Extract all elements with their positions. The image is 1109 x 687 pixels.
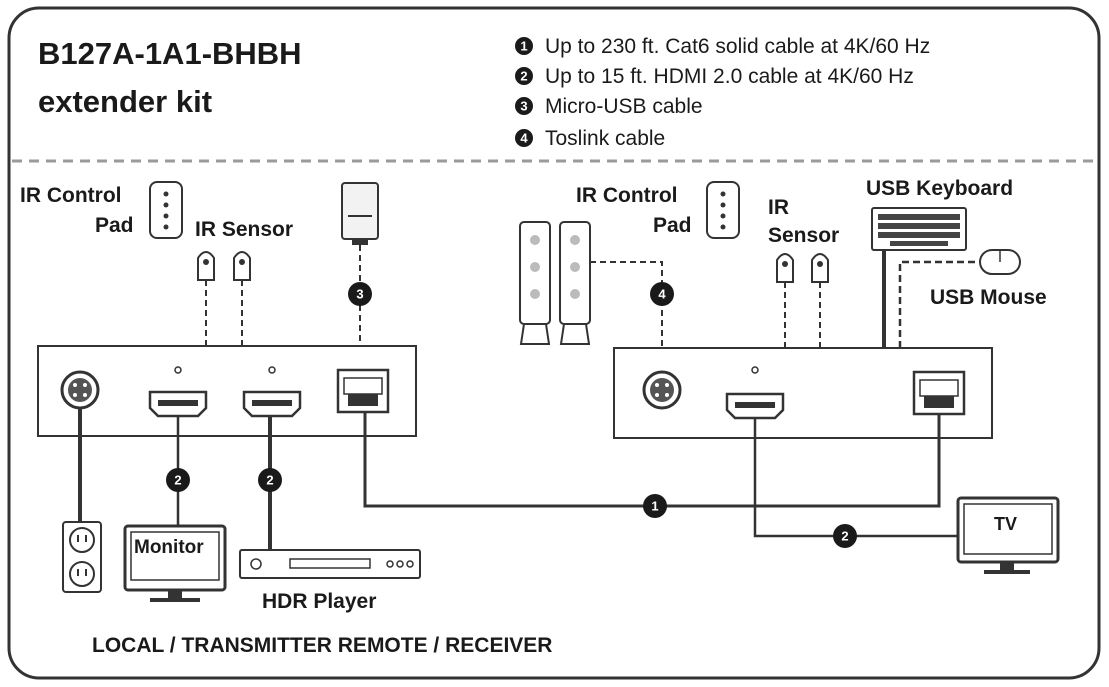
wall-outlet-icon xyxy=(62,521,102,593)
hdmi-cable-marker-player xyxy=(258,468,282,492)
speaker-icon-1 xyxy=(519,221,551,345)
tv-label: TV xyxy=(994,514,1017,534)
usb-cable-marker xyxy=(348,282,372,306)
outer-frame xyxy=(7,6,1101,680)
speaker-icon-2 xyxy=(559,221,591,345)
usb-mouse-label: USB Mouse xyxy=(930,286,1047,309)
keyboard-icon xyxy=(871,207,967,251)
remote-ir-sensor-label-1: IR xyxy=(768,196,789,219)
svg-text:4: 4 xyxy=(658,287,666,302)
hdr-player-icon xyxy=(239,549,421,579)
local-ir-sensor-icon-2 xyxy=(233,251,251,281)
title-line-1: B127A-1A1-BHBH xyxy=(38,36,302,71)
legend-item-4: Toslink cable xyxy=(545,127,665,150)
legend: 1 Up to 230 ft. Cat6 solid cable at 4K/6… xyxy=(515,35,930,150)
remote-rj45-port-icon xyxy=(912,370,966,416)
legend-item-1: Up to 230 ft. Cat6 solid cable at 4K/60 … xyxy=(545,35,930,58)
hdmi-cable-marker-tv xyxy=(833,524,857,548)
svg-text:3: 3 xyxy=(520,99,527,114)
svg-text:4: 4 xyxy=(520,131,528,146)
svg-text:3: 3 xyxy=(356,287,363,302)
hdmi-in-port-icon xyxy=(242,390,302,418)
tv-icon xyxy=(956,496,1060,574)
hdr-player-label: HDR Player xyxy=(262,590,376,613)
svg-text:1: 1 xyxy=(651,499,658,514)
legend-item-3: Micro-USB cable xyxy=(545,95,703,118)
monitor-icon xyxy=(123,524,227,602)
toslink-cable-marker xyxy=(650,282,674,306)
hdmi-out-port-icon xyxy=(148,390,208,418)
hdmi-cable-marker-monitor xyxy=(166,468,190,492)
remote-ir-sensor-icon-1 xyxy=(776,253,794,283)
local-ir-control-label-1: IR Control xyxy=(20,184,121,207)
local-rj45-port-icon xyxy=(336,368,390,414)
remote-hdmi-port-icon xyxy=(725,392,785,420)
power-jack-icon xyxy=(60,370,100,410)
local-ir-sensor-icon-1 xyxy=(197,251,215,281)
svg-text:2: 2 xyxy=(520,69,527,84)
title-line-2: extender kit xyxy=(38,84,212,119)
monitor-label: Monitor xyxy=(134,537,204,558)
remote-ir-control-pad-icon xyxy=(706,181,740,239)
legend-item-2: Up to 15 ft. HDMI 2.0 cable at 4K/60 Hz xyxy=(545,65,914,88)
svg-text:2: 2 xyxy=(266,473,273,488)
local-ir-control-label-2: Pad xyxy=(95,214,134,237)
remote-ir-sensor-icon-2 xyxy=(811,253,829,283)
mouse-icon xyxy=(979,249,1021,275)
usb-keyboard-label: USB Keyboard xyxy=(866,177,1013,200)
remote-ir-control-label-2: Pad xyxy=(653,214,692,237)
remote-ir-sensor-label-2: Sensor xyxy=(768,224,839,247)
svg-text:2: 2 xyxy=(841,529,848,544)
cat6-cable-marker xyxy=(643,494,667,518)
svg-text:1: 1 xyxy=(520,39,527,54)
remote-audio-port-icon xyxy=(642,370,682,410)
local-ir-control-pad-icon xyxy=(149,181,183,239)
local-ir-sensor-label: IR Sensor xyxy=(195,218,293,241)
power-adapter-icon xyxy=(341,182,379,245)
footer-caption: LOCAL / TRANSMITTER REMOTE / RECEIVER xyxy=(92,634,552,657)
svg-text:2: 2 xyxy=(174,473,181,488)
remote-ir-control-label-1: IR Control xyxy=(576,184,677,207)
